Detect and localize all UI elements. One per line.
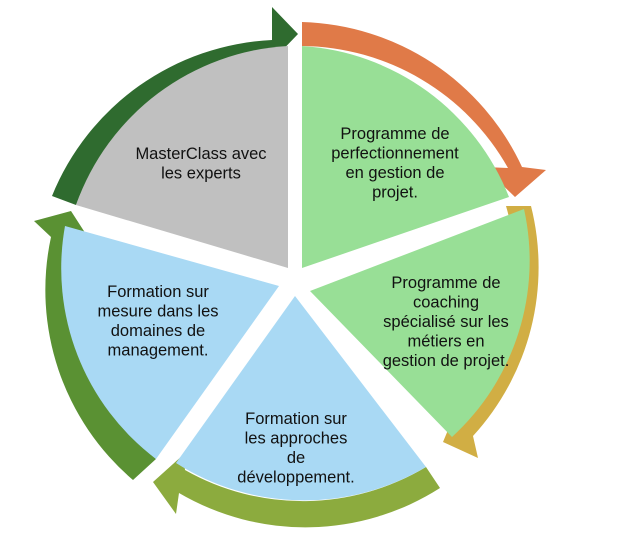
- label-line: MasterClass avec: [135, 145, 266, 163]
- label-line: perfectionnement: [331, 145, 459, 163]
- segment-management: [61, 226, 280, 459]
- arrow-approches: [153, 455, 440, 528]
- label-line: en gestion de: [345, 164, 444, 182]
- segment-perfectionnement: [302, 46, 509, 268]
- segment-masterclass: [76, 46, 288, 268]
- segment-coaching: [310, 209, 530, 437]
- label-line: Programme de: [391, 274, 500, 292]
- label-line: coaching: [413, 294, 479, 312]
- label-line: gestion de projet.: [383, 352, 510, 370]
- arrow-perfectionnement: [302, 22, 546, 197]
- label-line: projet.: [372, 184, 418, 202]
- label-line: spécialisé sur les: [383, 313, 509, 331]
- label-line: les approches: [245, 430, 348, 448]
- label-line: Programme de: [340, 125, 449, 143]
- label-line: les experts: [161, 165, 241, 183]
- segment-approches: [176, 296, 426, 501]
- label-line: mesure dans les: [97, 303, 218, 321]
- label-line: Formation sur: [107, 283, 209, 301]
- label-line: management.: [108, 342, 209, 360]
- label-line: Formation sur: [245, 410, 347, 428]
- label-masterclass: MasterClass avec les experts: [135, 145, 266, 183]
- label-line: de: [287, 449, 305, 467]
- label-line: métiers en: [407, 333, 484, 351]
- label-line: développement.: [237, 469, 354, 487]
- label-line: domaines de: [111, 322, 205, 340]
